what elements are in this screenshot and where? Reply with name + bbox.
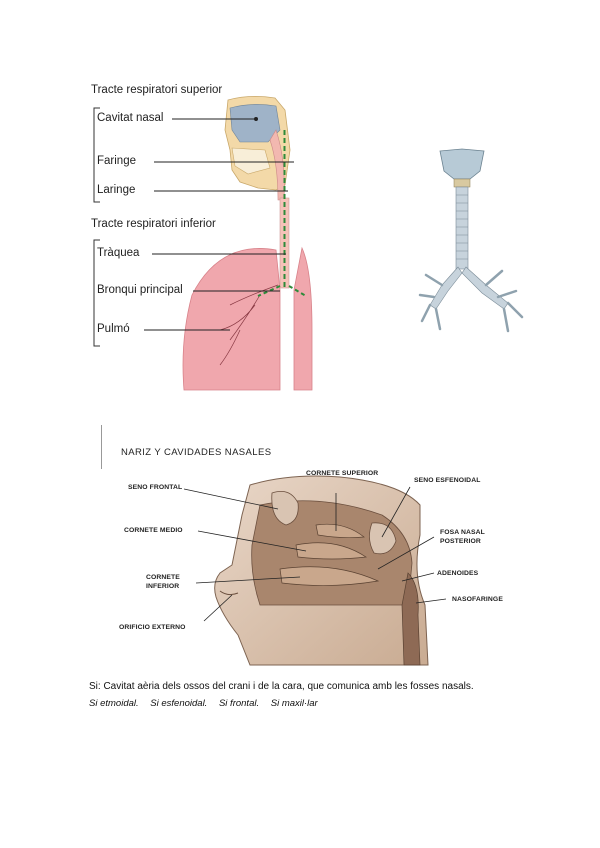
inferior-concha-shape <box>279 566 380 586</box>
sinus-type-maxillary: Si maxil·lar <box>270 698 318 709</box>
frontal-sinus-shape <box>271 490 299 526</box>
label-cornete-superior: CORNETE SUPERIOR <box>306 470 379 477</box>
nasal-title-bar <box>101 425 102 469</box>
mouth-shape <box>231 147 271 175</box>
sinus-type-ethmoid: Si etmoidal. <box>89 698 139 709</box>
respiratory-illustration <box>93 96 313 391</box>
nasal-title: NARIZ Y CAVIDADES NASALES <box>121 447 272 458</box>
bronchial-tree-image <box>418 148 524 333</box>
label-main-bronchus: Bronqui principal <box>97 284 183 296</box>
label-larynx: Laringe <box>97 184 136 196</box>
nasopharynx-shape <box>401 572 421 666</box>
sinus-definition: Si: Cavitat aèria dels ossos del crani i… <box>89 681 474 692</box>
label-lung: Pulmó <box>97 323 130 335</box>
lung-left-shape <box>182 248 281 391</box>
nasal-illustration <box>183 475 447 666</box>
lung-right-shape <box>293 246 313 391</box>
label-nasofaringe: NASOFARINGE <box>452 596 503 603</box>
sinus-type-frontal: Si frontal. <box>218 698 260 709</box>
left-bronchus-shape <box>429 266 463 310</box>
label-adenoides: ADENOIDES <box>437 570 479 577</box>
label-seno-esfenoidal: SENO ESFENOIDAL <box>414 477 481 484</box>
label-nasal-cavity: Cavitat nasal <box>97 112 164 124</box>
label-cornete-inferior-2: INFERIOR <box>146 583 180 590</box>
lower-tract-title: Tracte respiratori inferior <box>91 218 216 230</box>
label-cornete-inferior-1: CORNETE <box>146 574 180 581</box>
superior-concha-shape <box>315 523 365 539</box>
label-fosa-nasal-1: FOSA NASAL <box>440 529 485 536</box>
trachea-rings <box>455 186 469 270</box>
larynx-shape <box>439 148 485 180</box>
label-trachea: Tràquea <box>97 247 140 259</box>
label-cornete-medio: CORNETE MEDIO <box>124 527 183 534</box>
upper-tract-title: Tracte respiratori superior <box>91 84 223 96</box>
label-pharynx: Faringe <box>97 155 136 167</box>
label-fosa-nasal-2: POSTERIOR <box>440 538 481 545</box>
upper-bracket <box>93 107 100 203</box>
lower-bracket <box>93 239 100 347</box>
label-seno-frontal: SENO FRONTAL <box>128 484 183 491</box>
nasal-cavity-shape <box>229 104 281 143</box>
sinus-type-sphenoid: Si esfenoidal. <box>150 698 208 709</box>
middle-concha-shape <box>295 542 367 560</box>
sinus-types: Si etmoidal. Si esfenoidal. Si frontal. … <box>89 698 327 709</box>
label-orificio-externo: ORIFICIO EXTERNO <box>119 624 186 631</box>
